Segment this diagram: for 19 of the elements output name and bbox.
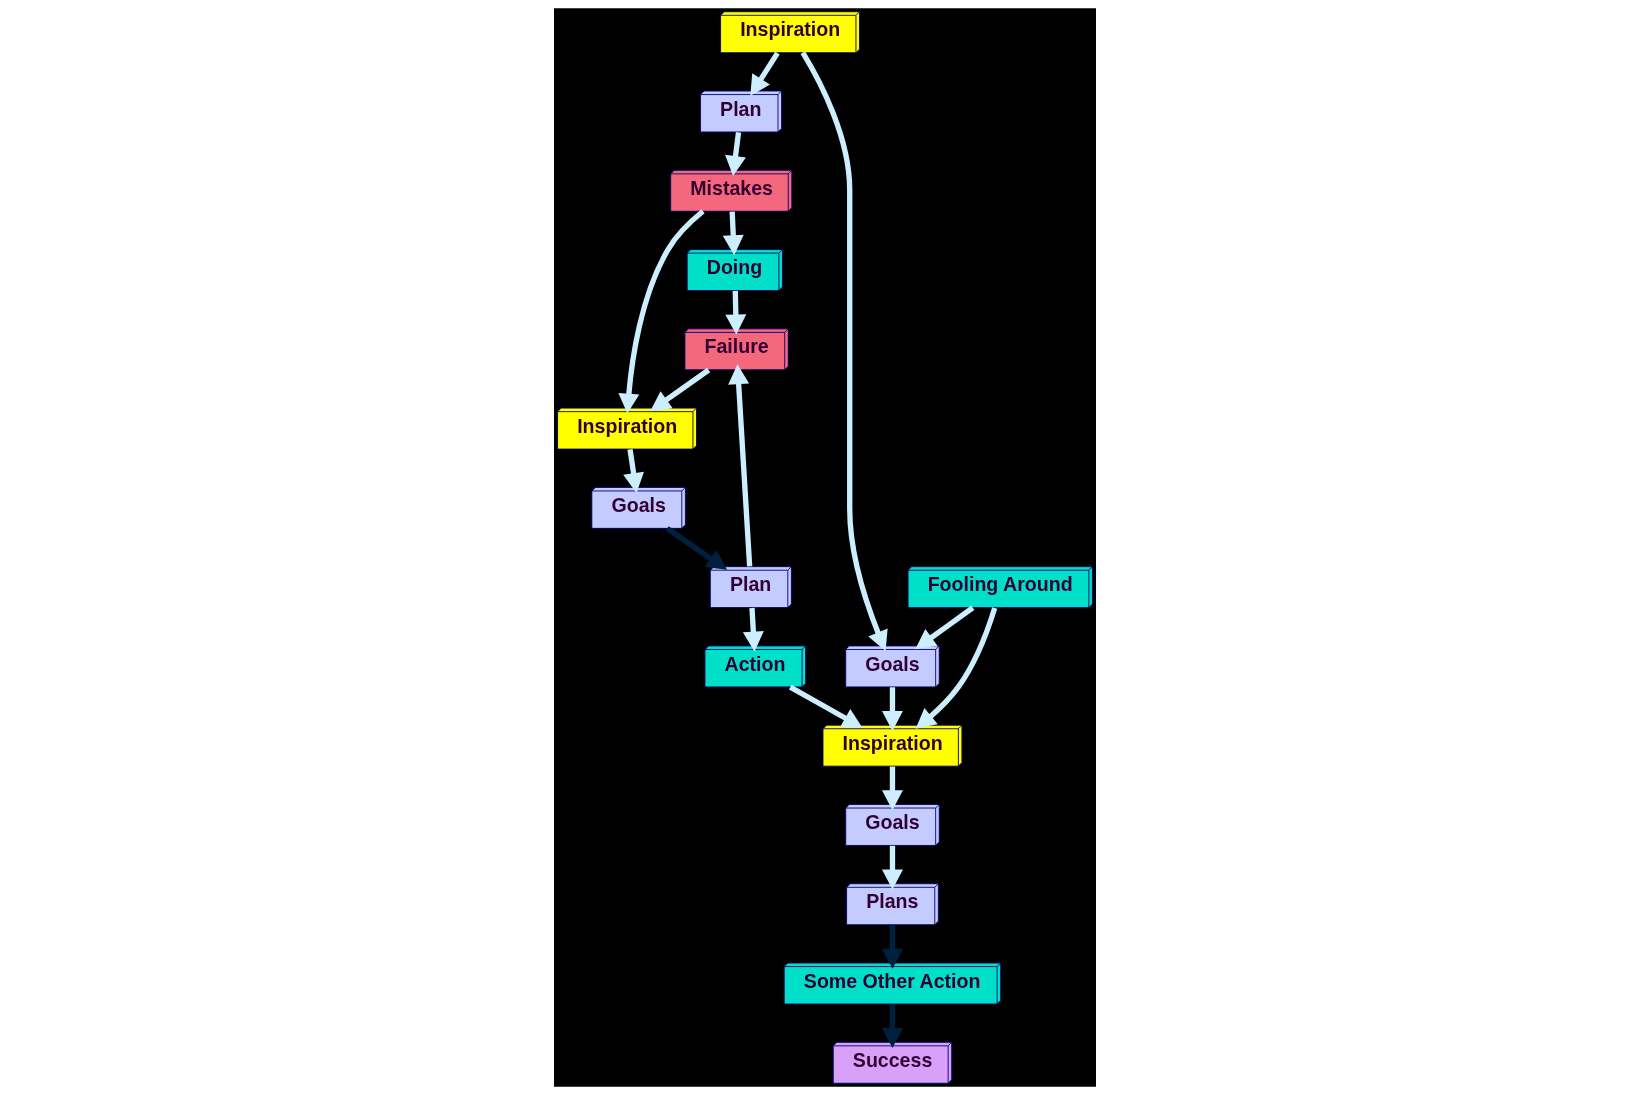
- arrow: [881, 845, 903, 890]
- arrow: [727, 364, 752, 567]
- arrow: [665, 526, 727, 570]
- arrow: [622, 449, 644, 494]
- arrow: [881, 925, 903, 969]
- arrow: [914, 605, 974, 650]
- arrow: [617, 209, 705, 414]
- arrow: [724, 132, 746, 176]
- arrow: [881, 687, 903, 731]
- arrow: [800, 51, 888, 651]
- arrow: [749, 51, 780, 96]
- arrow: [722, 211, 744, 256]
- arrow: [881, 766, 903, 811]
- arrow: [915, 607, 997, 729]
- arrow: [881, 1004, 903, 1048]
- arrow: [649, 367, 710, 412]
- arrow: [788, 684, 863, 728]
- arrow: [742, 607, 764, 652]
- arrow: [724, 290, 746, 335]
